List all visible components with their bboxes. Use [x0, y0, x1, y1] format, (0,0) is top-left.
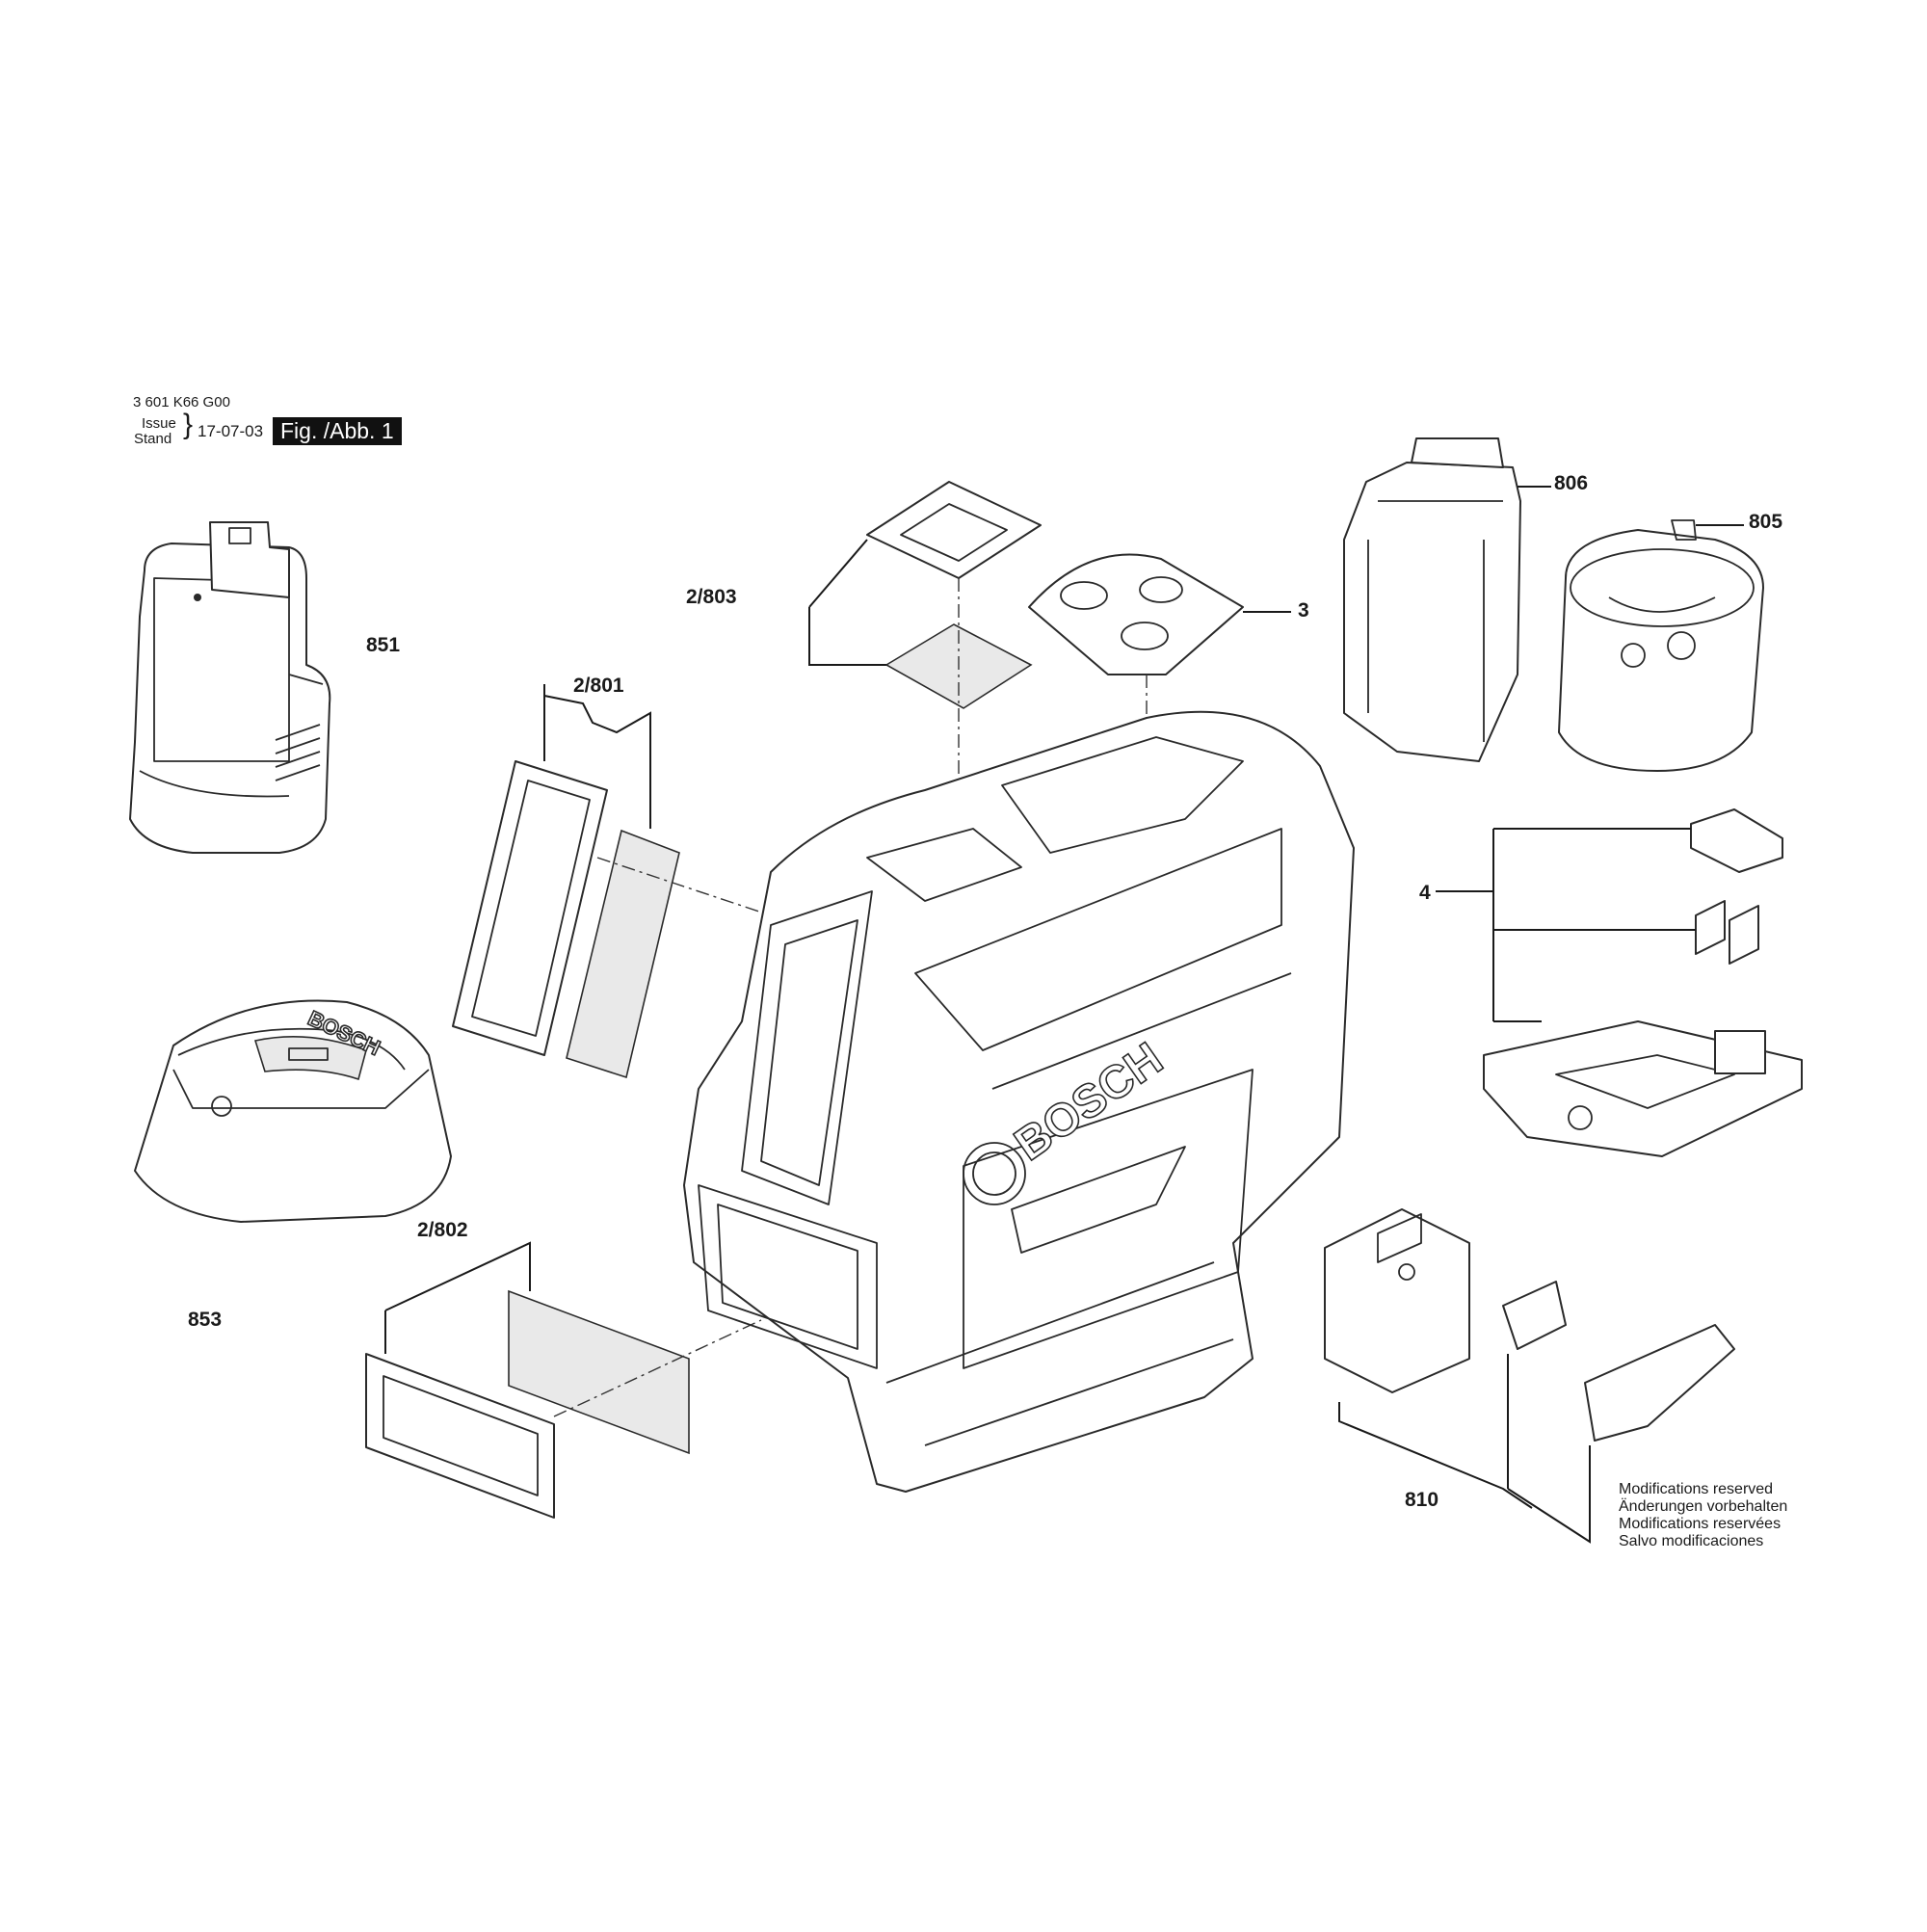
- note-line-4: Salvo modificaciones: [1619, 1533, 1764, 1549]
- part-806-battery-cover: [1343, 437, 1551, 762]
- figure-badge: Fig. /Abb. 1: [273, 417, 402, 445]
- part-number: 3 601 K66 G00: [133, 394, 230, 410]
- part-2-801-window-set: [452, 684, 680, 1079]
- callout-2-801: 2/801: [573, 675, 624, 697]
- note-line-3: Modifications reservées: [1619, 1516, 1782, 1532]
- callout-805: 805: [1749, 511, 1783, 533]
- part-3-cover-plate: [1028, 553, 1291, 675]
- part-4-mounting-set: [1436, 808, 1803, 1157]
- part-2-803-top-window-set: [808, 481, 1042, 709]
- modifications-note: Modifications reserved Änderungen vorbeh…: [1619, 1481, 1787, 1550]
- callout-810: 810: [1405, 1489, 1439, 1511]
- callout-806: 806: [1554, 472, 1589, 494]
- callout-853: 853: [188, 1309, 223, 1331]
- issue-date: 17-07-03: [198, 422, 264, 440]
- part-810-cover-set: [1324, 1208, 1735, 1544]
- issue-label: Issue: [142, 415, 176, 432]
- part-851-battery: [129, 521, 331, 854]
- note-line-1: Modifications reserved: [1619, 1481, 1774, 1497]
- callout-2-802: 2/802: [417, 1219, 468, 1241]
- part-2-802-window-set: [365, 1241, 690, 1519]
- part-853-charger: BOSCH: [134, 999, 452, 1223]
- main-laser-body: BOSCH: [683, 710, 1355, 1493]
- callout-2-803: 2/803: [686, 586, 737, 608]
- callout-3: 3: [1298, 599, 1309, 622]
- callout-851: 851: [366, 634, 401, 656]
- callout-4: 4: [1419, 882, 1431, 904]
- note-line-2: Änderungen vorbehalten: [1619, 1498, 1788, 1515]
- stand-label: Stand: [134, 431, 172, 447]
- brace-glyph: }: [183, 409, 194, 440]
- part-805-battery-holder: [1558, 519, 1764, 772]
